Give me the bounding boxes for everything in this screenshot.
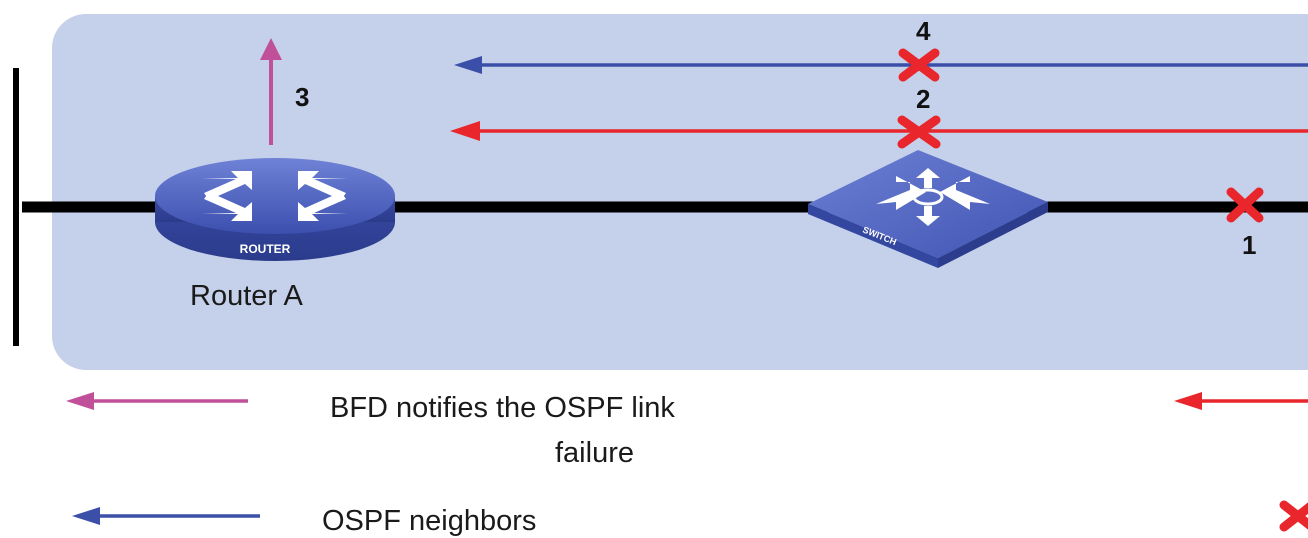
- broadcast-domain-panel: [52, 14, 1308, 370]
- switch-icon: SWITCH: [808, 150, 1048, 268]
- legend-ospf-arrow: [72, 507, 260, 525]
- step-4-label: 4: [916, 16, 931, 46]
- router-a-label: Router A: [190, 280, 303, 312]
- legend-bfd-arrow: [66, 392, 248, 410]
- legend-ospf-text: OSPF neighbors: [322, 505, 537, 537]
- router-device-text: ROUTER: [240, 242, 291, 256]
- fault-arrow: [450, 121, 1308, 141]
- legend-bfd-text-line2: failure: [555, 437, 634, 469]
- router-icon: ROUTER: [155, 158, 395, 261]
- bfd-notify-arrow: [260, 38, 282, 145]
- step-3-label: 3: [295, 82, 310, 112]
- failure-x-icon: [1226, 187, 1264, 223]
- failure-x-icon: [1279, 500, 1308, 532]
- failure-x-icon: [898, 48, 940, 82]
- step-1-label: 1: [1242, 230, 1257, 260]
- step-2-label: 2: [916, 84, 931, 114]
- ospf-neighbor-arrow: [454, 56, 1308, 74]
- legend-fault-arrow: [1174, 392, 1308, 410]
- legend-bfd-text-line1: BFD notifies the OSPF link: [330, 392, 675, 424]
- failure-x-icon: [897, 115, 941, 149]
